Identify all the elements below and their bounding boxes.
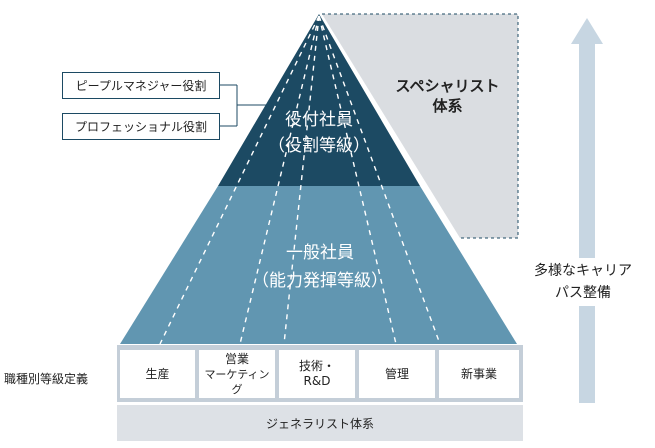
department-label: 技術・ [298, 359, 335, 373]
department-label: 管理 [384, 366, 409, 381]
generalist-band [117, 405, 523, 441]
department-production: 生産 [120, 350, 195, 398]
department-new-business: 新事業 [439, 350, 519, 398]
department-sublabel: R&D [303, 374, 331, 388]
job-grade-label: 職種別等級定義 [4, 372, 89, 386]
career-line [318, 15, 397, 345]
department-tech-rnd: 技術・ R&D [279, 350, 355, 398]
general-title: 一般社員 [286, 243, 354, 263]
specialist-dashed-border [322, 13, 519, 239]
role-connector [220, 84, 282, 127]
career-line [283, 15, 320, 345]
career-line [239, 15, 320, 345]
career-lines [159, 15, 441, 345]
executive-tier [218, 14, 420, 186]
professional-role-label: プロフェッショナル役割 [74, 120, 207, 134]
executive-title: 役付社員 [285, 110, 353, 130]
specialist-subtitle: 体系 [432, 97, 463, 115]
specialist-area [322, 14, 518, 238]
specialist-title: スペシャリスト [395, 77, 500, 95]
career-line [159, 15, 320, 345]
executive-subtitle: （役割等級） [268, 136, 370, 156]
department-label: 生産 [145, 366, 170, 381]
executive-label: 役付社員 （役割等級） [240, 107, 398, 159]
department-label: 新事業 [460, 366, 497, 381]
general-employee-tier [120, 186, 517, 344]
career-arrow [571, 18, 603, 403]
career-path-line2: パス整備 [555, 285, 611, 301]
professional-role-box: プロフェッショナル役割 [62, 113, 220, 140]
career-path-label: 多様なキャリア パス整備 [520, 258, 646, 306]
general-subtitle: （能力発揮等級） [252, 271, 388, 291]
department-management: 管理 [359, 350, 435, 398]
general-label: 一般社員 （能力発揮等級） [220, 239, 420, 295]
generalist-label: ジェネラリスト体系 [265, 417, 374, 431]
people-manager-role-label: ピープルマネジャー役割 [75, 79, 207, 93]
career-line [318, 15, 441, 345]
department-sublabel: マーケティング [204, 367, 270, 396]
specialist-label: スペシャリスト 体系 [380, 76, 515, 116]
department-label: 営業 [224, 351, 249, 366]
department-sales-marketing: 営業 マーケティング [199, 350, 275, 398]
people-manager-role-box: ピープルマネジャー役割 [62, 72, 220, 99]
career-path-line1: 多様なキャリア [534, 263, 632, 279]
